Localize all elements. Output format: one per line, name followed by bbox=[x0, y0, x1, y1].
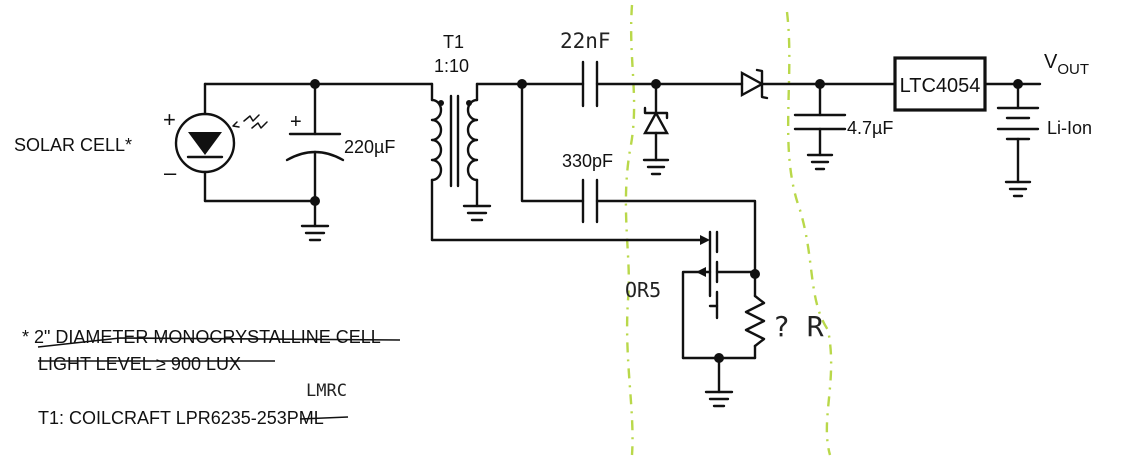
light-arrows-icon bbox=[232, 114, 268, 129]
capacitor-22nf bbox=[581, 60, 599, 108]
zener-diode bbox=[642, 82, 670, 162]
cap-220uf-label: 220µF bbox=[344, 137, 395, 157]
resistor-question-annotation: ? R bbox=[773, 310, 824, 343]
t1-ratio-label: 1:10 bbox=[434, 56, 469, 76]
ground-icon bbox=[300, 199, 330, 242]
capacitor-220uf bbox=[285, 82, 345, 203]
note-light-level: LIGHT LEVEL ≥ 900 LUX bbox=[38, 354, 241, 374]
li-ion-battery bbox=[996, 82, 1040, 184]
or5-annotation: OR5 bbox=[625, 278, 661, 302]
li-ion-label: Li-Ion bbox=[1047, 118, 1092, 138]
mosfet-transistor bbox=[681, 230, 757, 360]
ground-icon bbox=[704, 356, 734, 408]
drain-wire bbox=[595, 199, 757, 276]
ltc4054-label: LTC4054 bbox=[900, 75, 981, 97]
feedback-branch-wire bbox=[520, 82, 585, 203]
vout-label: VOUT bbox=[1044, 51, 1089, 78]
transformer-t1 bbox=[430, 82, 479, 242]
lmrc-annotation: LMRC bbox=[306, 381, 347, 401]
resistor bbox=[744, 272, 766, 360]
strikethrough-line bbox=[299, 416, 349, 420]
note-transformer-part: T1: COILCRAFT LPR6235-253PML bbox=[38, 408, 324, 428]
cap-330pf-label: 330pF bbox=[562, 151, 613, 171]
solar-cell-label: SOLAR CELL* bbox=[14, 135, 132, 155]
solar-cell-symbol bbox=[174, 82, 236, 203]
t1-label: T1 bbox=[443, 32, 464, 52]
ground-icon bbox=[642, 158, 670, 176]
annotation-divider-left bbox=[624, 4, 636, 456]
cap-plus-sign: + bbox=[290, 111, 302, 133]
ground-icon bbox=[1004, 180, 1032, 198]
capacitor-4-7uf bbox=[793, 82, 847, 157]
ground-icon bbox=[462, 204, 492, 222]
strikethrough-line bbox=[37, 337, 401, 348]
cell-plus-sign: + bbox=[163, 107, 176, 132]
cap-22nf-label: 22nF bbox=[560, 29, 611, 53]
ltc4054-chip bbox=[893, 56, 987, 112]
capacitor-330pf bbox=[581, 178, 599, 224]
ground-icon bbox=[806, 153, 834, 171]
cell-minus-sign: – bbox=[164, 160, 177, 185]
cap-4-7uf-label: 4.7µF bbox=[847, 118, 893, 138]
annotation-divider-right bbox=[785, 11, 833, 456]
note-cell-diameter: * 2" DIAMETER MONOCRYSTALLINE CELL bbox=[22, 327, 381, 347]
